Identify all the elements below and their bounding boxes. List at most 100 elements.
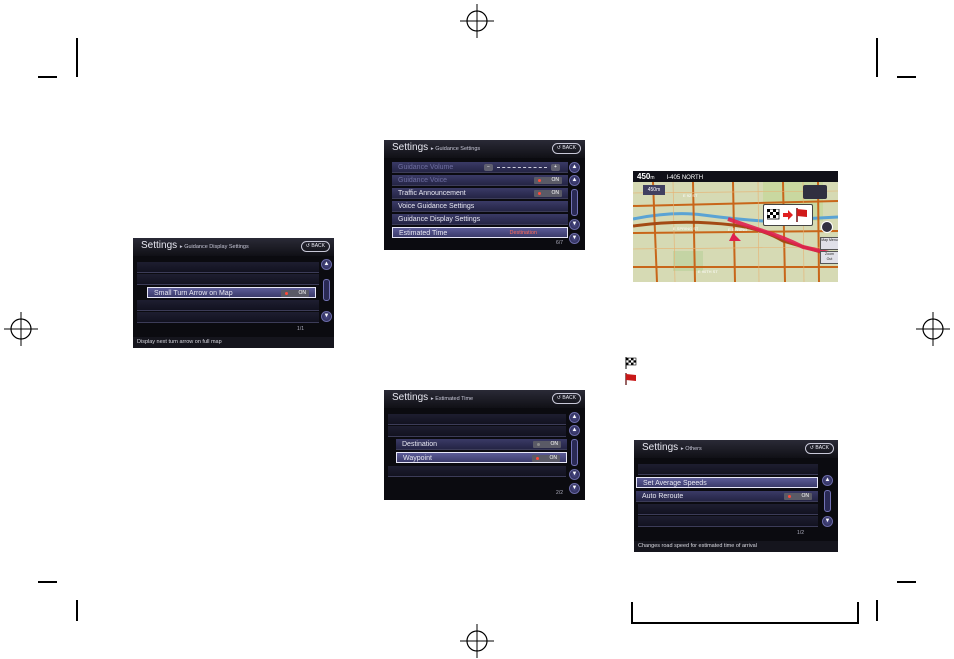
volume-slider[interactable]: − + <box>484 164 560 171</box>
road-name: I-405 NORTH <box>666 175 704 181</box>
on-badge: ON <box>534 190 562 197</box>
destination-item[interactable]: Destination ON <box>396 439 567 450</box>
crop-mark <box>897 76 916 78</box>
guidance-settings-screen: Settings ▸ Guidance Settings ↺ BACK Guid… <box>384 140 585 250</box>
street-label: E SPRING <box>728 227 748 232</box>
on-badge: ON <box>784 493 812 500</box>
voice-guidance-settings-item[interactable]: Voice Guidance Settings <box>392 201 568 212</box>
map-menu-button[interactable]: Map Menu <box>820 237 838 250</box>
registration-mark-icon <box>4 312 38 346</box>
estimated-time-item[interactable]: Estimated Time Destination <box>392 227 568 238</box>
list-item <box>388 466 566 477</box>
guidance-display-settings-screen: Settings ▸ Guidance Display Settings ↺ B… <box>133 238 334 348</box>
scroll-up-icon[interactable]: ▲ <box>569 175 580 186</box>
screen-header: Settings ▸ Others ↺ BACK <box>634 440 838 458</box>
small-turn-arrow-item[interactable]: Small Turn Arrow on Map ON <box>147 287 316 298</box>
distance-unit: m <box>650 175 655 181</box>
crop-mark <box>76 38 78 77</box>
scroll-bottom-icon[interactable]: ▼ <box>569 233 580 244</box>
page-tab-box <box>631 602 859 624</box>
back-button[interactable]: ↺ BACK <box>551 143 581 154</box>
on-badge: ON <box>532 455 560 462</box>
screen-title: Settings ▸ Others <box>642 442 702 453</box>
scrollbar[interactable]: ▲ ▼ <box>321 259 332 325</box>
scroll-thumb[interactable] <box>824 490 831 512</box>
route-flag-callout <box>763 204 813 226</box>
scroll-top-icon[interactable]: ▲ <box>569 412 580 423</box>
screen-header: Settings ▸ Estimated Time ↺ BACK <box>384 390 585 408</box>
list-item <box>638 464 818 475</box>
street-label: E 90TH ST <box>698 269 718 274</box>
arrow-right-icon <box>783 210 793 220</box>
back-button[interactable]: ↺ BACK <box>551 393 581 404</box>
scroll-thumb[interactable] <box>571 439 578 466</box>
crop-mark <box>897 581 916 583</box>
list-item <box>137 274 319 285</box>
on-badge: ON <box>534 177 562 184</box>
crop-mark <box>876 38 878 77</box>
scroll-top-icon[interactable]: ▲ <box>569 162 580 173</box>
compass-icon[interactable] <box>821 221 833 233</box>
guidance-display-settings-item[interactable]: Guidance Display Settings <box>392 214 568 225</box>
scroll-down-icon[interactable]: ▼ <box>321 311 332 322</box>
list-item <box>388 426 566 437</box>
distance-value: 450 <box>637 172 651 181</box>
checkered-flag-icon <box>767 209 780 220</box>
list-item <box>137 300 319 311</box>
crop-mark <box>38 76 57 78</box>
scroll-thumb[interactable] <box>571 189 578 216</box>
registration-mark-icon <box>460 624 494 658</box>
estimated-time-screen: Settings ▸ Estimated Time ↺ BACK Destina… <box>384 390 585 500</box>
navigation-map[interactable]: 450m I-405 NORTH 450m E 92 ST E SPRING S… <box>633 171 838 282</box>
scroll-bottom-icon[interactable]: ▼ <box>569 483 580 494</box>
plus-button[interactable]: + <box>551 164 560 171</box>
street-label: E SPRING ST <box>673 226 699 231</box>
red-flag-icon <box>796 208 807 222</box>
street-label: E 92 ST <box>683 193 698 198</box>
page-indicator: 1/2 <box>797 530 804 536</box>
auto-reroute-item[interactable]: Auto Reroute ON <box>636 491 818 502</box>
scroll-up-icon[interactable]: ▲ <box>822 475 833 486</box>
distance-box: 450m <box>643 185 665 195</box>
guidance-voice-item[interactable]: Guidance Voice ON <box>392 175 568 186</box>
on-badge: ON <box>281 290 309 297</box>
scroll-up-icon[interactable]: ▲ <box>321 259 332 270</box>
traffic-announcement-item[interactable]: Traffic Announcement ON <box>392 188 568 199</box>
minus-button[interactable]: − <box>484 164 493 171</box>
screen-title: Settings ▸ Estimated Time <box>392 392 474 403</box>
registration-mark-icon <box>460 4 494 38</box>
waypoint-item[interactable]: Waypoint ON <box>396 452 567 463</box>
screen-header: Settings ▸ Guidance Display Settings ↺ B… <box>133 238 334 256</box>
screen-footer: Changes road speed for estimated time of… <box>634 541 838 552</box>
slider-track <box>497 167 547 168</box>
screen-title: Settings ▸ Guidance Settings <box>392 142 481 153</box>
page-indicator: 6/7 <box>556 240 563 246</box>
scrollbar[interactable]: ▲ ▲ ▼ ▼ <box>569 412 580 496</box>
registration-mark-icon <box>916 312 950 346</box>
checkered-flag-icon <box>625 357 637 369</box>
scroll-thumb[interactable] <box>323 279 330 301</box>
scroll-down-icon[interactable]: ▼ <box>569 219 580 230</box>
on-badge: ON <box>533 441 561 448</box>
scroll-down-icon[interactable]: ▼ <box>822 516 833 527</box>
page-indicator: 2/2 <box>556 490 563 496</box>
crop-mark <box>76 600 78 621</box>
scroll-up-icon[interactable]: ▲ <box>569 425 580 436</box>
estimated-time-value: Destination <box>509 230 537 236</box>
back-button[interactable]: ↺ BACK <box>300 241 330 252</box>
scrollbar[interactable]: ▲ ▲ ▼ ▼ <box>569 162 580 246</box>
scroll-down-icon[interactable]: ▼ <box>569 469 580 480</box>
list-item <box>638 516 818 527</box>
guidance-volume-item[interactable]: Guidance Volume − + <box>392 162 568 173</box>
scrollbar[interactable]: ▲ ▼ <box>822 460 833 530</box>
red-flag-icon <box>625 373 636 385</box>
list-item <box>137 262 319 273</box>
list-item <box>137 312 319 323</box>
set-average-speeds-item[interactable]: Set Average Speeds <box>636 477 818 488</box>
screen-title: Settings ▸ Guidance Display Settings <box>141 240 249 251</box>
others-settings-screen: Settings ▸ Others ↺ BACK Set Average Spe… <box>634 440 838 552</box>
back-button[interactable]: ↺ BACK <box>804 443 834 454</box>
screen-header: Settings ▸ Guidance Settings ↺ BACK <box>384 140 585 158</box>
destination-flag-icon <box>803 185 827 199</box>
